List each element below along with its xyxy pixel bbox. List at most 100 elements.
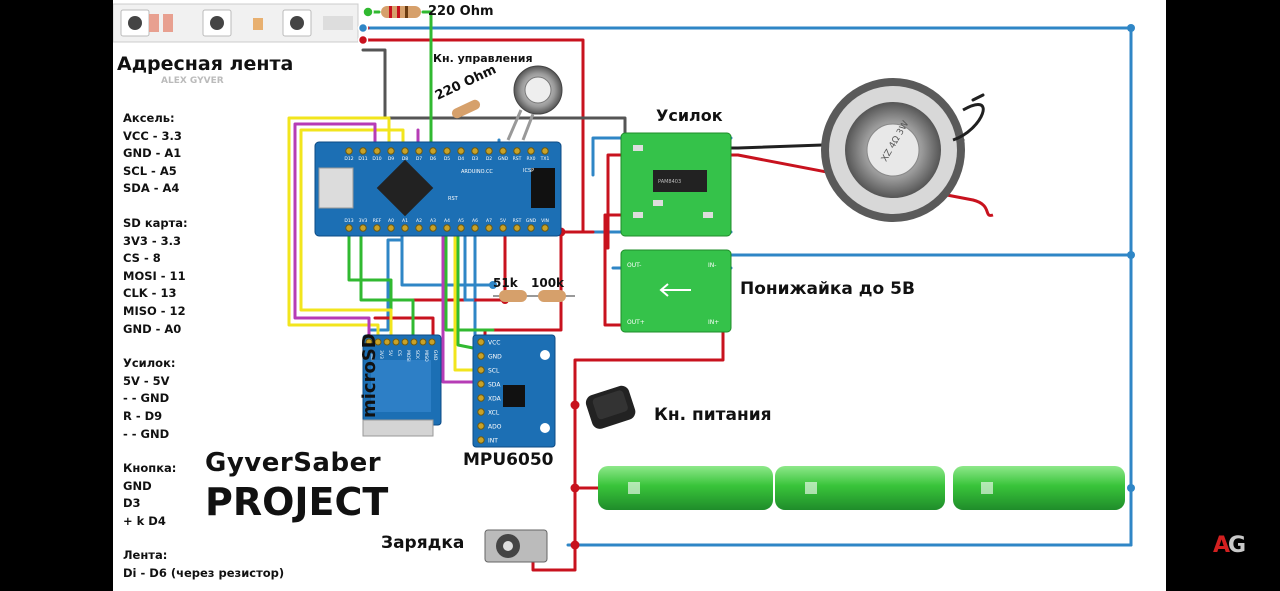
mpu-pin-label: INT <box>488 438 498 445</box>
arduino-bottom-pin <box>443 224 451 232</box>
notes-line: SCL - A5 <box>123 163 177 178</box>
notes-line: 5V - 5V <box>123 373 170 388</box>
resistor-51k-label: 51k <box>493 276 518 290</box>
amp-label: Усилок <box>656 106 723 125</box>
microsd-pin-label: 3V3 <box>378 350 384 359</box>
arduino-bottom-pin-label: A6 <box>472 218 478 224</box>
resistor-r1-label: 220 Ohm <box>428 4 494 19</box>
arduino-bottom-pin-label: A7 <box>486 218 492 224</box>
notes-line: R - D9 <box>123 408 163 423</box>
mpu-pin-label: XCL <box>488 410 500 417</box>
arduino-top-pin <box>359 147 367 155</box>
resistor-r1 <box>381 6 421 18</box>
notes-sd-title: SD карта: <box>123 215 188 230</box>
arduino-top-pin-label: D8 <box>402 156 408 162</box>
notes-line: VCC - 3.3 <box>123 128 182 143</box>
arduino-top-pin <box>387 147 395 155</box>
microsd-pin <box>374 338 382 346</box>
microsd-pin-label: GND <box>369 350 375 361</box>
arduino-top-pin <box>541 147 549 155</box>
svg-text:RST: RST <box>448 196 459 202</box>
arduino-bottom-pin-label: A3 <box>430 218 436 224</box>
buck-label: Понижайка до 5В <box>740 279 915 299</box>
microsd-pin-label: SCK <box>414 350 420 360</box>
arduino-bottom-pin <box>541 224 549 232</box>
mpu6050-module <box>472 334 556 448</box>
svg-text:ARDUINO.CC: ARDUINO.CC <box>461 169 493 175</box>
amp-board: PAM8403 <box>620 132 732 237</box>
mpu-pin <box>477 408 485 416</box>
arduino-bottom-pin <box>345 224 353 232</box>
arduino-bottom-pin <box>429 224 437 232</box>
microsd-pin <box>410 338 418 346</box>
arduino-top-pin <box>499 147 507 155</box>
mpu-pin <box>477 436 485 444</box>
arduino-top-pin <box>485 147 493 155</box>
svg-text:IN-: IN- <box>708 262 716 269</box>
mpu-pin-label: VCC <box>488 340 500 347</box>
svg-text:OUT+: OUT+ <box>627 319 645 326</box>
microsd-pin-label: MISO <box>423 350 429 362</box>
notes-line: GND <box>123 478 152 493</box>
arduino-nano: ARDUINO.CC ICSP RST <box>314 141 562 237</box>
mpu-label: MPU6050 <box>463 450 554 470</box>
microsd-pin <box>428 338 436 346</box>
arduino-bottom-pin-label: RST <box>513 218 522 224</box>
notes-line: 3V3 - 3.3 <box>123 233 182 248</box>
microsd-pin <box>419 338 427 346</box>
microsd-pin-label: 5V <box>387 350 393 357</box>
buck-board: OUT- OUT+ IN- IN+ <box>620 249 732 333</box>
arduino-top-pin-label: TX1 <box>540 156 550 162</box>
notes-line: CLK - 13 <box>123 286 177 301</box>
arduino-bottom-pin <box>373 224 381 232</box>
arduino-top-pin <box>429 147 437 155</box>
arduino-bottom-pin <box>387 224 395 232</box>
svg-text:IN+: IN+ <box>708 319 719 326</box>
notes-line: MISO - 12 <box>123 303 186 318</box>
arduino-top-pin-label: D9 <box>388 156 394 162</box>
resistor-100k-label: 100k <box>531 276 565 290</box>
speaker: XZ 4Ω 3W <box>821 78 994 222</box>
pinout-notes: Аксель: VCC - 3.3 GND - A1 SCL - A5 SDA … <box>123 110 293 583</box>
arduino-top-pin-label: D11 <box>358 156 367 162</box>
control-button-label: Кн. управления <box>433 52 533 65</box>
microsd-pin-label: MOSI <box>405 350 411 362</box>
arduino-top-pin <box>527 147 535 155</box>
arduino-top-pin-label: D2 <box>486 156 492 162</box>
arduino-top-pin-label: D4 <box>458 156 464 162</box>
led-strip-label: Адресная лента <box>117 53 294 75</box>
resistor-51k <box>493 290 533 302</box>
arduino-top-pin-label: D10 <box>372 156 381 162</box>
arduino-top-pin <box>373 147 381 155</box>
arduino-bottom-pin-label: A1 <box>402 218 408 224</box>
svg-text:ICSP: ICSP <box>523 168 534 174</box>
notes-accel-title: Аксель: <box>123 111 175 125</box>
mpu-pin <box>477 366 485 374</box>
arduino-bottom-pin-label: 3V3 <box>359 218 368 224</box>
arduino-top-pin-label: RX0 <box>526 156 535 162</box>
charging-label: Зарядка <box>381 533 465 553</box>
mpu-pin-label: SCL <box>488 368 500 375</box>
arduino-top-pin-label: D6 <box>430 156 436 162</box>
arduino-top-pin <box>415 147 423 155</box>
notes-line: GND - A0 <box>123 321 182 336</box>
mpu-pin <box>477 422 485 430</box>
resistor-r2 <box>451 99 481 119</box>
notes-line: D3 <box>123 496 141 511</box>
led-strip <box>113 3 359 43</box>
microsd-module <box>362 334 442 437</box>
microsd-pin-label: GND <box>432 350 438 361</box>
mpu-pin-label: SDA <box>488 382 501 389</box>
arduino-bottom-pin <box>513 224 521 232</box>
arduino-bottom-pin <box>359 224 367 232</box>
notes-amp-title: Усилок: <box>123 356 176 371</box>
power-button-label: Кн. питания <box>654 405 772 425</box>
microsd-pin-label: CS <box>396 350 402 356</box>
arduino-bottom-pin <box>457 224 465 232</box>
arduino-bottom-pin-label: 5V <box>500 218 507 224</box>
notes-line: - - GND <box>123 391 170 406</box>
arduino-bottom-pin <box>499 224 507 232</box>
mpu-pin <box>477 380 485 388</box>
